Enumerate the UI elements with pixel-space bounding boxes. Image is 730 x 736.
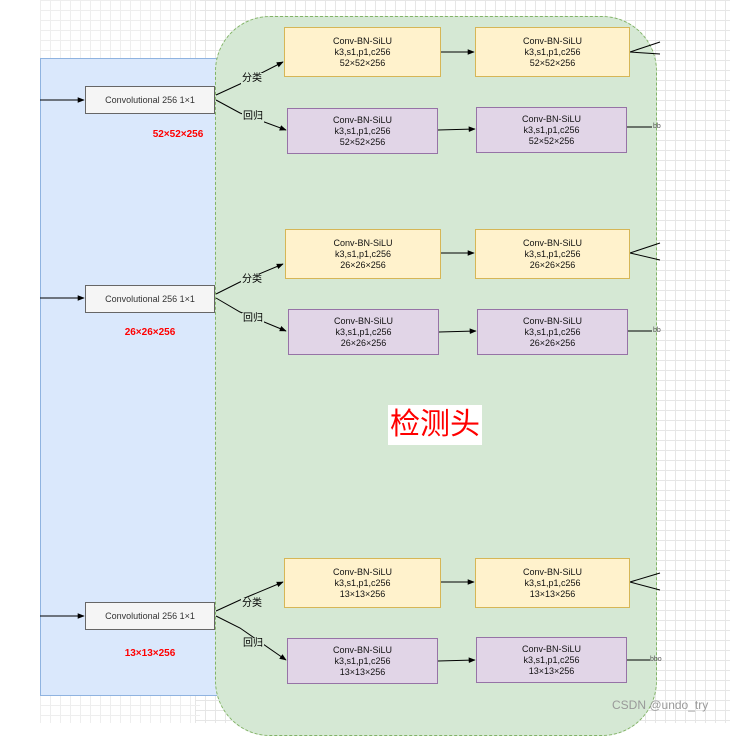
- reg-conv-block: Conv-BN-SiLU k3,s1,p1,c256 13×13×256: [287, 638, 438, 684]
- block-line: k3,s1,p1,c256: [524, 326, 581, 337]
- block-line: 13×13×256: [339, 666, 386, 677]
- block-line: Conv-BN-SiLU: [521, 113, 581, 124]
- block-line: Conv-BN-SiLU: [332, 114, 392, 125]
- block-line: k3,s1,p1,c256: [523, 124, 580, 135]
- block-line: 26×26×256: [340, 337, 387, 348]
- branch-label-cls: 分类: [241, 598, 263, 610]
- block-line: k3,s1,p1,c256: [524, 577, 581, 588]
- neck-dim-26: 26×26×256: [124, 327, 176, 338]
- block-line: k3,s1,p1,c256: [334, 577, 391, 588]
- branch-label-cls: 分类: [241, 73, 263, 85]
- neck-conv-52: Convolutional 256 1×1: [85, 86, 215, 114]
- block-line: k3,s1,p1,c256: [335, 326, 392, 337]
- output-label: bb: [653, 327, 661, 334]
- branch-label-cls: 分类: [241, 274, 263, 286]
- block-line: 52×52×256: [339, 136, 386, 147]
- reg-conv-block: Conv-BN-SiLU k3,s1,p1,c256 52×52×256: [287, 108, 438, 154]
- block-line: 26×26×256: [529, 337, 576, 348]
- block-line: Conv-BN-SiLU: [332, 644, 392, 655]
- cls-conv-block: Conv-BN-SiLU k3,s1,p1,c256 26×26×256: [285, 229, 441, 279]
- block-line: Conv-BN-SiLU: [333, 237, 393, 248]
- block-line: Conv-BN-SiLU: [522, 35, 582, 46]
- block-line: 52×52×256: [529, 57, 576, 68]
- block-line: k3,s1,p1,c256: [334, 46, 391, 57]
- block-line: 26×26×256: [340, 259, 386, 270]
- detection-head-title: 检测头: [388, 405, 482, 445]
- canvas-grid-top: [40, 0, 200, 60]
- block-line: k3,s1,p1,c256: [524, 46, 581, 57]
- block-line: 52×52×256: [339, 57, 386, 68]
- branch-label-reg: 回归: [242, 111, 264, 123]
- block-line: 13×13×256: [339, 588, 386, 599]
- block-line: k3,s1,p1,c256: [524, 248, 581, 259]
- block-line: Conv-BN-SiLU: [522, 237, 582, 248]
- output-label: bb: [653, 123, 661, 130]
- neck-conv-26: Convolutional 256 1×1: [85, 285, 215, 313]
- reg-conv-block: Conv-BN-SiLU k3,s1,p1,c256 26×26×256: [477, 309, 628, 355]
- block-line: Conv-BN-SiLU: [332, 35, 392, 46]
- block-line: 13×13×256: [528, 665, 575, 676]
- block-line: k3,s1,p1,c256: [334, 248, 392, 259]
- block-line: 13×13×256: [529, 588, 576, 599]
- branch-label-reg: 回归: [242, 313, 264, 325]
- canvas-grid-bottom: [40, 695, 200, 723]
- block-line: 26×26×256: [529, 259, 576, 270]
- output-label: bbo: [650, 656, 662, 663]
- block-line: k3,s1,p1,c256: [334, 125, 391, 136]
- watermark: CSDN @undo_try: [612, 698, 709, 712]
- neck-dim-13: 13×13×256: [124, 648, 176, 659]
- block-line: Conv-BN-SiLU: [521, 643, 581, 654]
- block-line: 52×52×256: [528, 135, 575, 146]
- cls-conv-block: Conv-BN-SiLU k3,s1,p1,c256 13×13×256: [475, 558, 630, 608]
- cls-conv-block: Conv-BN-SiLU k3,s1,p1,c256 52×52×256: [475, 27, 630, 77]
- neck-conv-13: Convolutional 256 1×1: [85, 602, 215, 630]
- reg-conv-block: Conv-BN-SiLU k3,s1,p1,c256 26×26×256: [288, 309, 439, 355]
- block-line: Conv-BN-SiLU: [522, 315, 582, 326]
- block-line: k3,s1,p1,c256: [334, 655, 391, 666]
- cls-conv-block: Conv-BN-SiLU k3,s1,p1,c256 26×26×256: [475, 229, 630, 279]
- branch-label-reg: 回归: [242, 638, 264, 650]
- block-line: Conv-BN-SiLU: [522, 566, 582, 577]
- block-line: Conv-BN-SiLU: [333, 315, 393, 326]
- block-line: k3,s1,p1,c256: [523, 654, 580, 665]
- reg-conv-block: Conv-BN-SiLU k3,s1,p1,c256 13×13×256: [476, 637, 627, 683]
- block-line: Conv-BN-SiLU: [332, 566, 392, 577]
- cls-conv-block: Conv-BN-SiLU k3,s1,p1,c256 52×52×256: [284, 27, 441, 77]
- reg-conv-block: Conv-BN-SiLU k3,s1,p1,c256 52×52×256: [476, 107, 627, 153]
- cls-conv-block: Conv-BN-SiLU k3,s1,p1,c256 13×13×256: [284, 558, 441, 608]
- neck-dim-52: 52×52×256: [152, 129, 204, 140]
